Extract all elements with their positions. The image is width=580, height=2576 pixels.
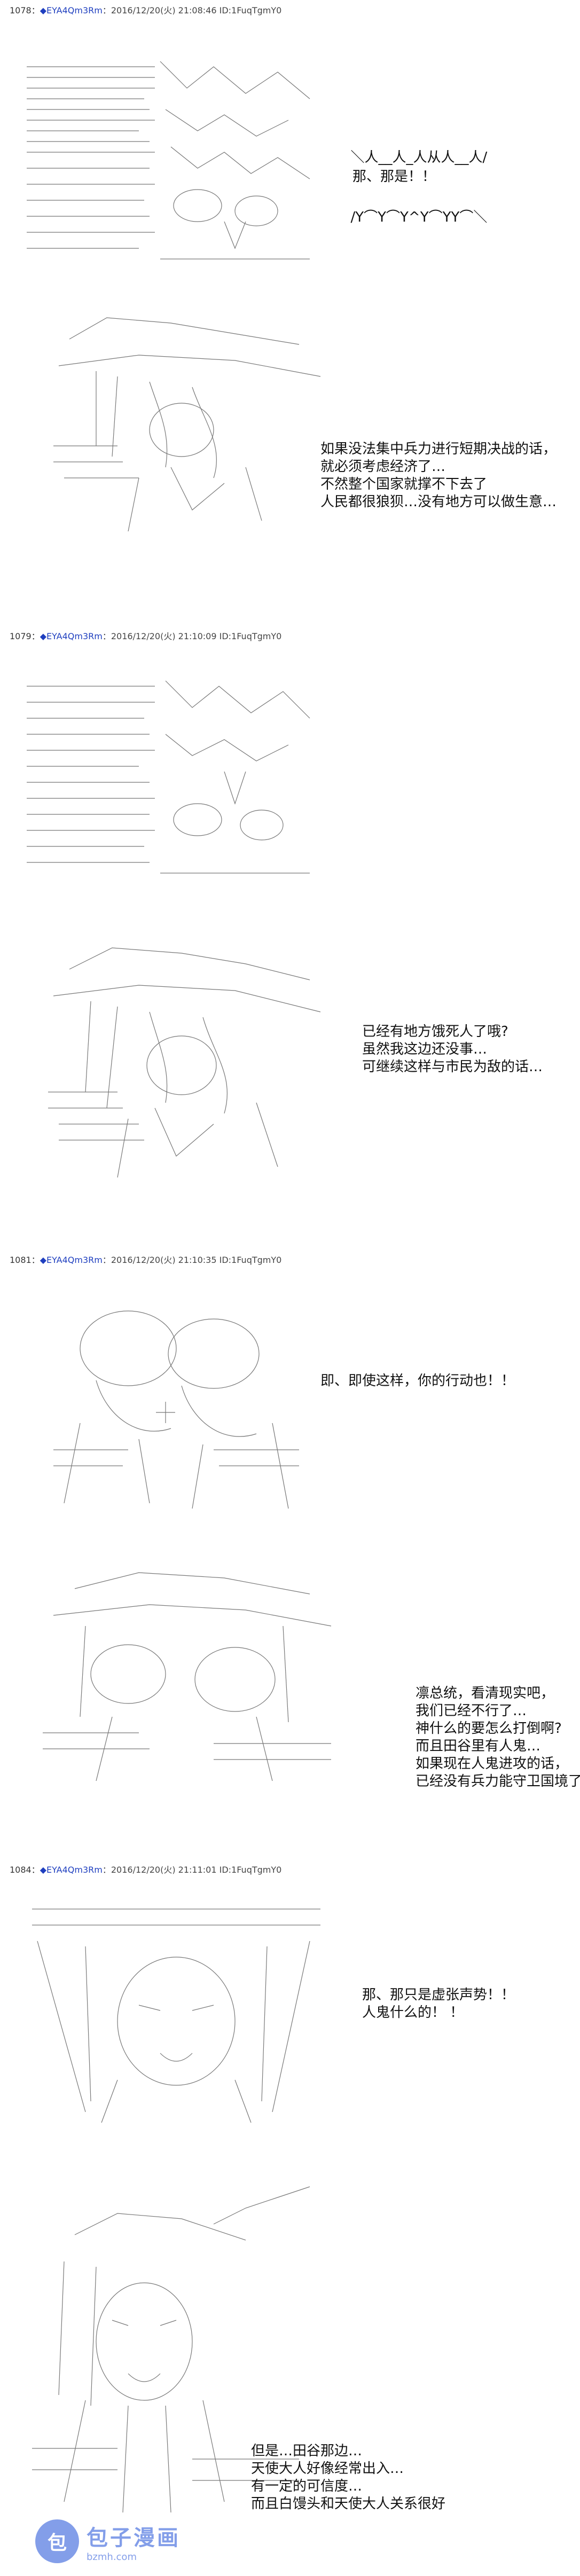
ascii-art-panel [21,1890,331,2125]
post-header: 1084：◆EYA4Qm3Rm：2016/12/20(火) 21:11:01 I… [10,1863,281,1875]
ascii-art-drawing [32,2186,310,2513]
dialogue-line: 可继续这样与市民为敌的话… [362,1059,543,1075]
poster-name[interactable]: ◆EYA4Qm3Rm [40,631,103,641]
post-date: ：2016/12/20(火) 21:08:46 ID:1FuqTgmY0 [102,5,282,15]
ascii-art-panel [21,2173,331,2515]
dialogue-line: 已经有地方饿死人了哦? [362,1024,508,1040]
dialogue-line: 神什么的要怎么打倒啊? [416,1721,562,1737]
post-header: 1081：◆EYA4Qm3Rm：2016/12/20(火) 21:10:35 I… [10,1253,281,1266]
post-number: 1078： [10,5,40,15]
dialogue-box: 已经有地方饿死人了哦? 虽然我这边还没事… 可继续这样与市民为敌的话… [362,1023,543,1076]
ascii-art-panel [21,37,320,262]
dialogue-line: 如果没法集中兵力进行短期决战的话， [320,441,557,457]
dialogue-line: 那、那只是虚张声势！！ [362,1987,515,2003]
ascii-art-drawing [48,947,321,1178]
post-date: ：2016/12/20(火) 21:11:01 ID:1FuqTgmY0 [102,1865,282,1875]
ascii-art-drawing [32,1909,320,2123]
post-header: 1078：◆EYA4Qm3Rm：2016/12/20(火) 21:08:46 I… [10,3,281,16]
ascii-art-panel [32,924,331,1180]
post-date: ：2016/12/20(火) 21:10:09 ID:1FuqTgmY0 [102,631,282,641]
dialogue-line: 但是…田谷那边… [251,2443,363,2459]
bun-logo-icon: 包 [35,2519,79,2563]
dialogue-box: 即、即使这样，你的行动也！！ [320,1372,515,1390]
site-watermark: 包 包子漫画 bzmh.com [35,2519,181,2563]
dialogue-line: 已经没有兵力能守卫国境了? [416,1773,580,1789]
ascii-art-drawing [43,1572,332,1781]
watermark-text: 包子漫画 bzmh.com [87,2520,181,2563]
dialogue-shout: 那、那是！！ [352,168,436,186]
dialogue-box: 凛总统，看清现实吧， 我们已经不行了… 神什么的要怎么打倒啊? 而且田谷里有人鬼… [416,1685,580,1790]
dialogue-line: 虽然我这边还没事… [362,1041,488,1057]
ascii-art-panel [32,1549,336,1784]
dialogue-line: 就必须考虑经济了… [320,459,446,475]
ascii-art-panel [32,1282,320,1517]
ascii-art-drawing [27,61,310,260]
ascii-art-drawing [53,317,321,532]
dialogue-line: 凛总统，看清现实吧， [416,1685,555,1701]
dialogue-box: 但是…田谷那边… 天使大人好像经常出入… 有一定的可信度… 而且白馒头和天使大人… [251,2443,445,2513]
ascii-art-drawing [53,1310,299,1509]
dialogue-line: 不然整个国家就撑不下去了 [320,476,488,492]
watermark-url: bzmh.com [87,2551,137,2563]
dialogue-line: 人鬼什么的！ ！ [362,2005,464,2021]
ascii-art-panel [32,299,331,539]
dialogue-line: 人民都很狼狈…没有地方可以做生意… [320,494,557,510]
dialogue-line: 我们已经不行了… [416,1703,527,1719]
poster-name[interactable]: ◆EYA4Qm3Rm [40,1865,103,1875]
post-number: 1079： [10,631,40,641]
shout-burst-bottom: /Y⌒Y⌒Y^Y⌒YY⌒＼ [342,209,488,225]
post-number: 1081： [10,1255,40,1265]
poster-name[interactable]: ◆EYA4Qm3Rm [40,1255,103,1265]
dialogue-box: 如果没法集中兵力进行短期决战的话， 就必须考虑经济了… 不然整个国家就撑不下去了… [320,441,557,511]
post-header: 1079：◆EYA4Qm3Rm：2016/12/20(火) 21:10:09 I… [10,629,281,642]
dialogue-line: 而且田谷里有人鬼… [416,1738,541,1754]
burst-top: ＼人__人_人从人__人/ [342,150,488,166]
poster-name[interactable]: ◆EYA4Qm3Rm [40,5,103,15]
dialogue-line: 即、即使这样，你的行动也！！ [320,1373,515,1389]
dialogue-box: 那、那只是虚张声势！！ 人鬼什么的！ ！ [362,1986,515,2022]
dialogue-line: 如果现在人鬼进攻的话， [416,1756,569,1772]
shout-burst: ＼人__人_人从人__人/ [342,133,488,166]
ascii-art-drawing [27,680,310,874]
watermark-title: 包子漫画 [87,2525,181,2550]
post-number: 1084： [10,1865,40,1875]
post-date: ：2016/12/20(火) 21:10:35 ID:1FuqTgmY0 [102,1255,282,1265]
dialogue-line: 有一定的可信度… [251,2478,363,2494]
dialogue-line: 天使大人好像经常出入… [251,2461,404,2477]
dialogue-line: 而且白馒头和天使大人关系很好 [251,2496,446,2512]
ascii-art-panel [21,657,320,881]
dialogue-line: 那、那是！！ [352,169,436,185]
